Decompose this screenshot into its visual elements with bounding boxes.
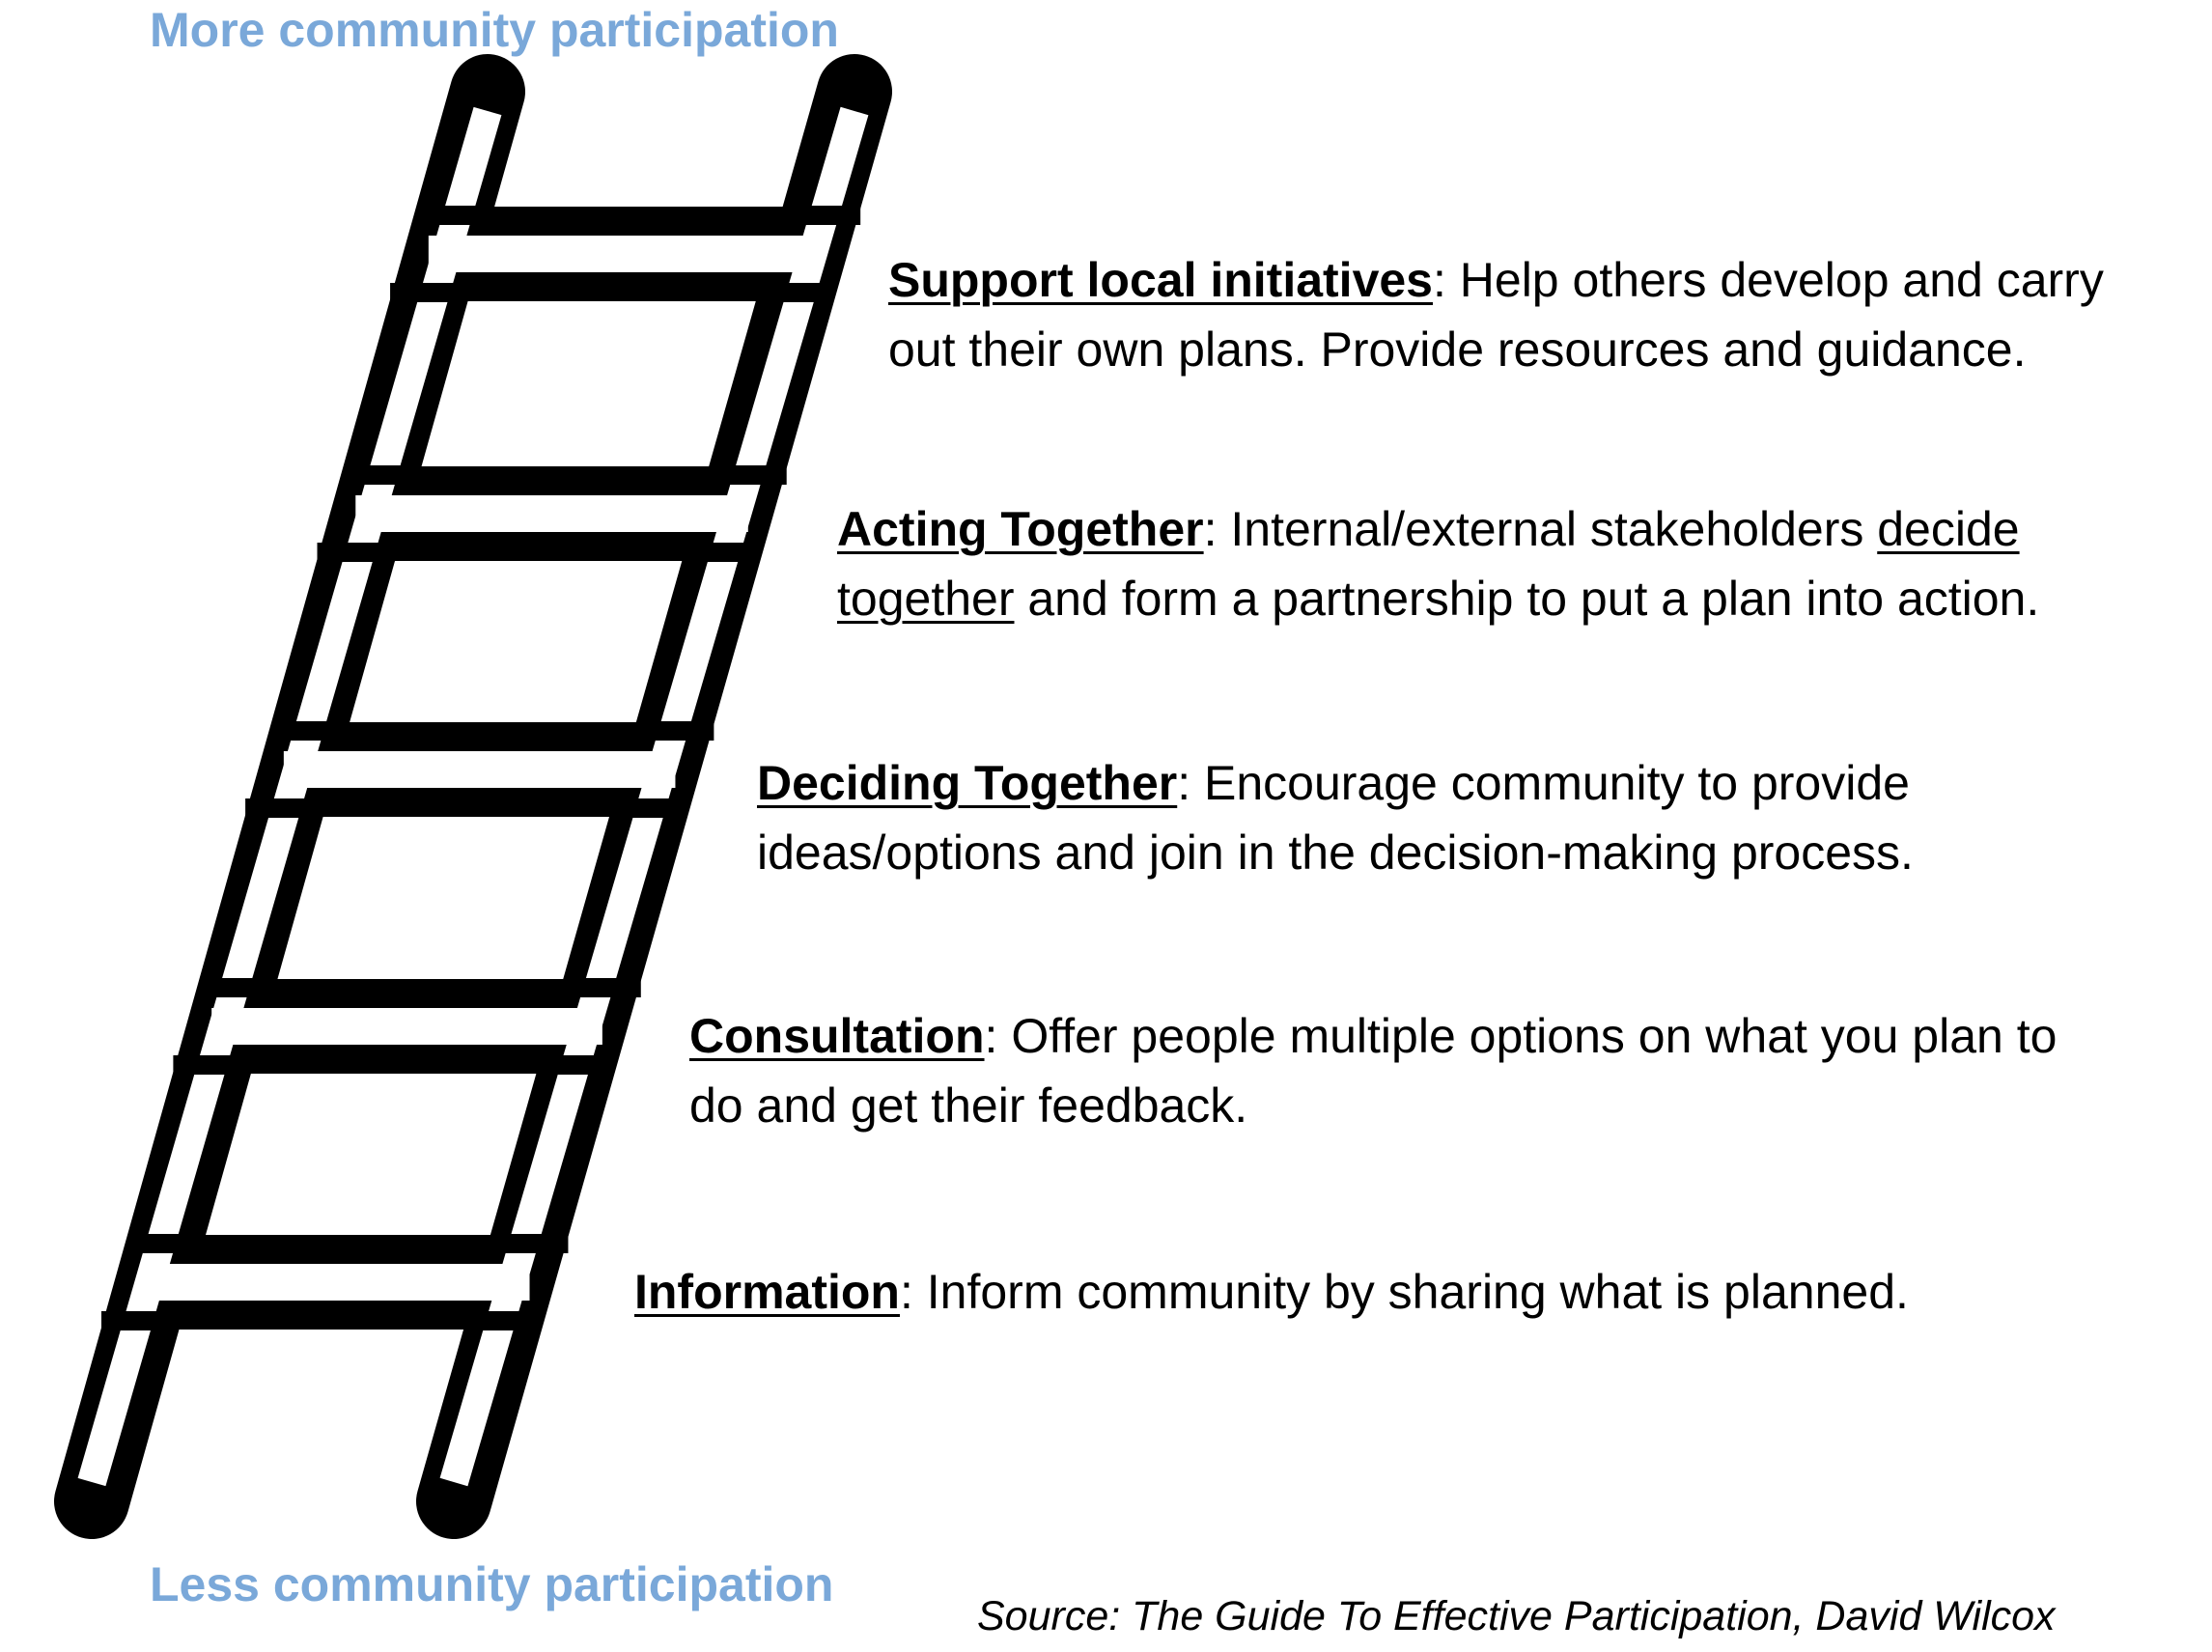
ladder-left-rail-channel [77,106,502,1487]
rung-description: : Encourage community to provide [1177,756,1910,810]
source-citation: Source: The Guide To Effective Participa… [977,1593,2056,1639]
rung-description: out their own plans. Provide resources a… [888,322,2027,377]
rung-deciding-together: Deciding Together: Encourage community t… [757,748,1914,887]
rung-description: : Help others develop and carry [1433,253,2104,307]
rung-emphasis: together [837,572,1015,626]
rung-description: do and get their feedback. [689,1078,1248,1133]
rung-term: Acting Together [837,502,1204,556]
rung-description: : Inform community by sharing what is pl… [899,1265,1909,1319]
rung-emphasis: decide [1877,502,2020,556]
ladder-icon [54,54,892,1539]
rung-information: Information: Inform community by sharing… [634,1257,1909,1327]
rung-term: Information [634,1265,900,1319]
rung-support-local-initiatives: Support local initiatives: Help others d… [888,245,2104,384]
rung-description: ideas/options and join in the decision-m… [757,826,1914,880]
less-participation-label: Less community participation [150,1557,834,1611]
rung-description: : Internal/external stakeholders [1203,502,1878,556]
rung-acting-together: Acting Together: Internal/external stake… [837,494,2039,633]
rung-term: Consultation [689,1009,985,1063]
rung-description: and form a partnership to put a plan int… [1014,572,2040,626]
more-participation-label: More community participation [150,3,839,57]
rung-consultation: Consultation: Offer people multiple opti… [689,1001,2057,1140]
rung-description: : Offer people multiple options on what … [984,1009,2058,1063]
ladder-right-rail-channel [439,106,869,1487]
rung-term: Deciding Together [757,756,1178,810]
rung-term: Support local initiatives [888,253,1433,307]
